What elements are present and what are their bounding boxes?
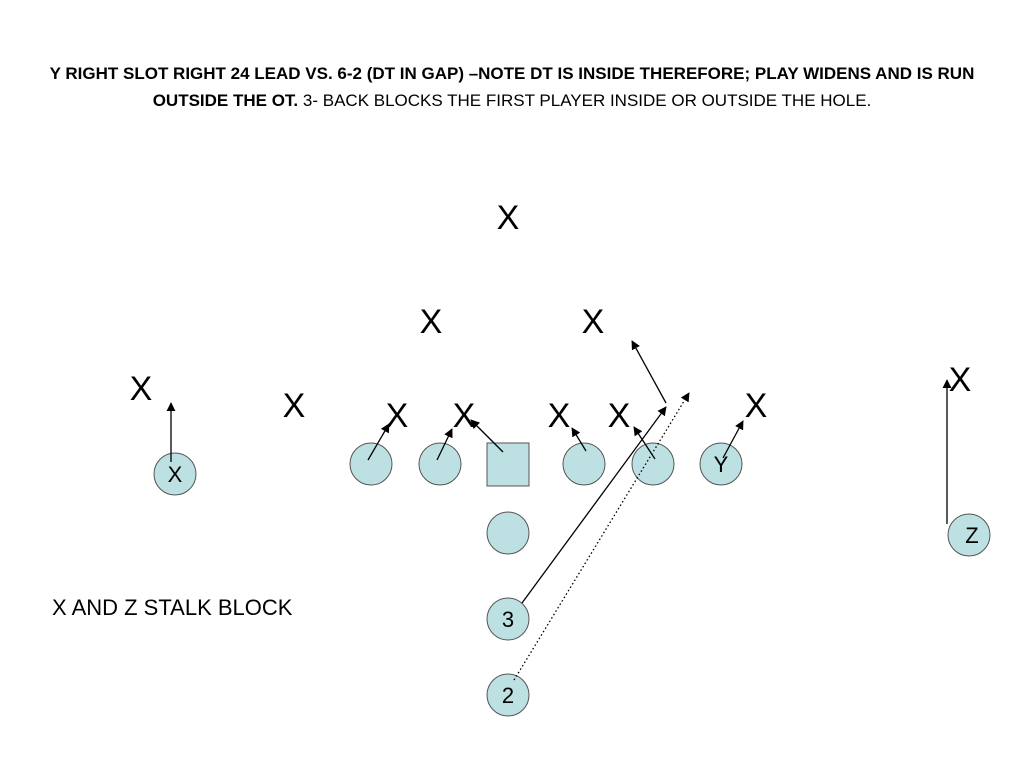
- defender-tackle-right: X: [608, 397, 631, 435]
- right-guard: [562, 442, 606, 486]
- defender-end-left: X: [283, 387, 306, 425]
- defender-end-right: X: [745, 387, 768, 425]
- defender-linebacker-right: X: [582, 303, 605, 341]
- x-receiver-label: X: [168, 462, 183, 487]
- left-tackle: [349, 442, 393, 486]
- z-receiver-label: Z: [965, 523, 978, 548]
- y-end-label: Y: [714, 452, 729, 477]
- play-title-bold: Y RIGHT SLOT RIGHT 24 LEAD VS. 6-2 (DT I…: [49, 64, 975, 110]
- right-guard-block-arrow: [571, 427, 587, 452]
- defender-corner-right: X: [949, 361, 972, 399]
- y-end-block-arrow: [722, 420, 744, 459]
- back-2: [486, 673, 530, 717]
- defense: X X X X X X X X X X X: [130, 199, 972, 435]
- block-assignments: [166, 340, 952, 681]
- back-3-lead-path: [521, 406, 667, 604]
- back-2-label: 2: [502, 683, 514, 708]
- defender-safety: X: [497, 199, 520, 237]
- offense: [153, 442, 991, 717]
- defender-tackle-left: X: [386, 397, 409, 435]
- play-title-note: 3- BACK BLOCKS THE FIRST PLAYER INSIDE O…: [302, 91, 872, 110]
- z-receiver: [947, 513, 991, 557]
- x-receiver: [153, 452, 197, 496]
- defender-linebacker-left: X: [420, 303, 443, 341]
- left-tackle-block-arrow: [367, 423, 390, 461]
- play-title: Y RIGHT SLOT RIGHT 24 LEAD VS. 6-2 (DT I…: [40, 60, 984, 114]
- y-end: [699, 442, 743, 486]
- defender-tackle-right-inside: X: [548, 397, 571, 435]
- left-guard: [418, 442, 462, 486]
- defender-corner-left: X: [130, 370, 153, 408]
- left-guard-block-arrow: [436, 428, 453, 461]
- defender-tackle-left-inside: X: [453, 397, 476, 435]
- center: [486, 442, 530, 487]
- stalk-block-note: X AND Z STALK BLOCK: [52, 595, 293, 620]
- right-tackle: [631, 442, 675, 486]
- quarterback: [486, 511, 530, 555]
- center-block-arrow: [470, 419, 504, 453]
- back-3-lead-block-arrow: [631, 340, 667, 404]
- back-2-ball-carrier-path: [513, 392, 690, 681]
- back-3-label: 3: [502, 607, 514, 632]
- offense-labels: X Y Z 3 2: [168, 452, 979, 708]
- back-3: [486, 597, 530, 641]
